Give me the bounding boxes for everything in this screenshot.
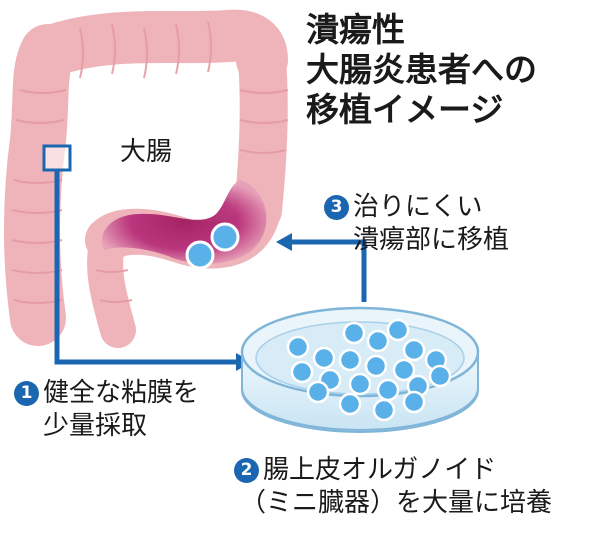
step-2-line-2: （ミニ臓器）を大量に培養 [240,488,553,518]
organoid [312,346,336,370]
transplanted-organoid [210,222,240,252]
transplanted-organoid [185,240,215,270]
title-line-3: 移植イメージ [306,90,504,129]
organoid [338,348,362,372]
step-1-line-1: 健全な粘膜を [43,378,200,408]
organoid [402,390,426,414]
organoid [306,380,330,404]
organoid [364,354,388,378]
organoid [428,364,452,388]
organoid [366,329,390,353]
organoid [338,392,362,416]
step-3-number: 3 [324,195,349,220]
organoid [342,321,366,345]
arrow-transplant [276,233,367,302]
organoid [372,398,396,422]
colon-label: 大腸 [120,137,173,167]
colon [4,9,289,348]
step-2-line-1: 腸上皮オルガノイド [263,455,497,485]
step-3-line-1: 治りにくい [353,192,483,222]
step-2-number: 2 [234,458,259,483]
organoid [286,335,310,359]
organoid [290,360,314,384]
organoid [392,358,416,382]
organoid [348,372,372,396]
diagram-title: 潰瘍性 大腸炎患者への 移植イメージ [306,10,537,130]
sampling-square [42,144,72,172]
petri-dish [240,306,480,433]
title-line-1: 潰瘍性 [306,10,405,49]
step-3-line-2: 潰瘍部に移植 [353,225,510,255]
organoid [376,378,400,402]
arrow-sampling [54,170,252,371]
title-line-2: 大腸炎患者への [306,50,537,89]
organoid [386,318,410,342]
organoid [402,338,426,362]
step-1-line-2: 少量採取 [43,411,148,441]
step-1-number: 1 [14,381,39,406]
